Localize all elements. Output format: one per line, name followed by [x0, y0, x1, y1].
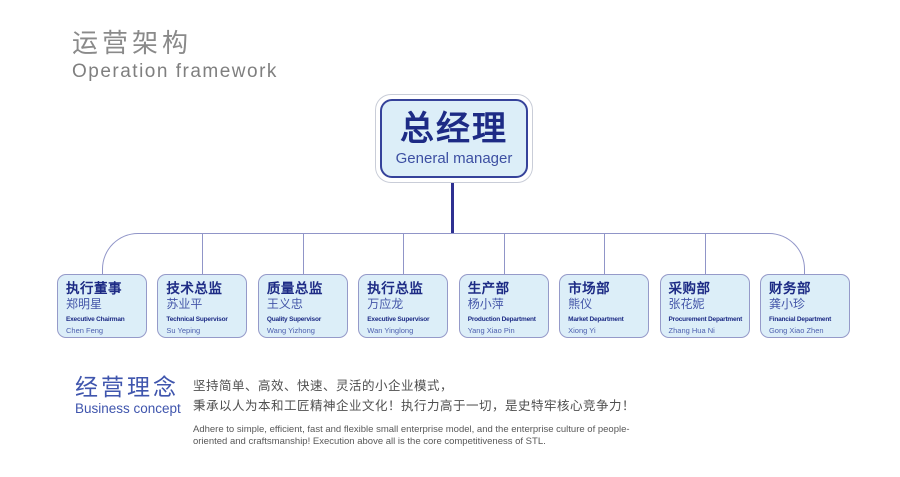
business-concept-text-en: Adhere to simple, efficient, fast and fl…	[193, 424, 630, 447]
department-title-cn: 财务部	[768, 281, 811, 296]
department-title-en: Quality Supervisor	[266, 316, 322, 323]
department-name-en: Zhang Hua Ni	[668, 326, 715, 335]
department-title-cn: 技术总监	[166, 281, 223, 296]
department-title-cn: 执行董事	[66, 281, 122, 296]
department-title-en: Executive Supervisor	[367, 316, 430, 323]
department-name-cn: 熊仪	[568, 297, 593, 311]
department-title-en: Procurement Department	[668, 316, 743, 323]
connector-rail	[102, 233, 805, 274]
department-box: 技术总监苏业平 Technical Supervisor Su Yeping	[157, 274, 248, 338]
department-name-cn: 杨小萍	[467, 297, 504, 311]
department-title-en: Executive Chairman	[66, 316, 125, 323]
department-name-en: Gong Xiao Zhen	[768, 326, 824, 335]
department-title-cn: 市场部	[568, 281, 611, 296]
department-title-cn: 执行总监	[367, 281, 424, 296]
general-manager-box: 总经理 General manager	[375, 94, 533, 183]
business-concept-text-cn-line2: 秉承以人为本和工匠精神企业文化！执行力高于一切，是史特牢核心竞争力！	[193, 399, 636, 413]
department-name-cn: 万应龙	[367, 297, 404, 311]
page-title-cn: 运营架构	[72, 28, 193, 58]
department-name-cn: 王义忠	[266, 297, 303, 311]
department-name-en: Wan Yinglong	[367, 326, 414, 335]
business-concept-header: 经营理念 Business concept	[75, 374, 181, 417]
department-name-en: Wang Yizhong	[266, 326, 315, 335]
department-name-cn: 龚小珍	[768, 297, 805, 311]
department-name-cn: 张花妮	[668, 297, 705, 311]
general-manager-title-cn: 总经理	[400, 109, 508, 148]
general-manager-title-en: General manager	[395, 149, 513, 167]
department-name-en: Xiong Yi	[568, 326, 596, 335]
business-concept-title-en: Business concept	[75, 401, 181, 416]
department-name-en: Yang Xiao Pin	[467, 326, 515, 335]
department-name-en: Su Yeping	[166, 326, 201, 335]
department-title-cn: 采购部	[668, 281, 711, 296]
department-name-cn: 郑明星	[66, 297, 103, 311]
general-manager-box-inner: 总经理 General manager	[380, 99, 528, 178]
department-title-cn: 质量总监	[266, 281, 323, 296]
business-concept-title-cn: 经营理念	[75, 374, 179, 400]
department-title-en: Financial Department	[768, 316, 832, 323]
department-title-en: Market Department	[568, 316, 624, 323]
department-title-en: Technical Supervisor	[166, 316, 228, 323]
connector-trunk-line	[451, 183, 454, 234]
page-header: 运营架构 Operation framework	[72, 28, 278, 84]
business-concept-text-cn-line1: 坚持简单、高效、快速、灵活的小企业模式，	[193, 379, 454, 393]
department-title-cn: 生产部	[467, 281, 510, 296]
business-concept-body: 坚持简单、高效、快速、灵活的小企业模式， 秉承以人为本和工匠精神企业文化！执行力…	[193, 376, 673, 447]
department-title-en: Production Department	[467, 316, 536, 323]
department-name-en: Chen Feng	[66, 326, 104, 335]
page-title-en: Operation framework	[72, 61, 278, 82]
department-name-cn: 苏业平	[166, 297, 203, 311]
